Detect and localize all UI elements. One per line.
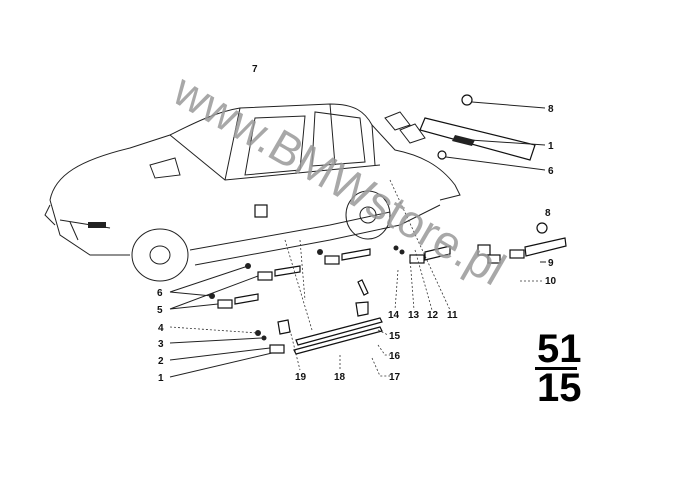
callout-19: 19 [295,372,307,383]
callout-3: 3 [158,339,164,350]
trim-parts-lower [209,245,451,355]
callout-8: 8 [545,208,551,219]
leader-lines [169,101,546,378]
callout-8: 8 [548,104,554,115]
callout-2: 2 [158,356,164,367]
callout-16: 16 [389,351,401,362]
callout-6: 6 [157,288,163,299]
callout-10: 10 [545,276,557,287]
group-number-bottom: 15 [537,366,582,410]
callout-18: 18 [334,372,346,383]
callout-14: 14 [388,310,400,321]
callout-4: 4 [158,323,164,334]
group-number: 51 15 [535,327,582,410]
trim-parts-right [384,94,567,264]
car-illustration [44,103,461,282]
callout-15: 15 [389,331,401,342]
callout-7: 7 [252,64,258,75]
group-number-top: 51 [537,327,582,371]
callout-17: 17 [389,372,401,383]
callout-12: 12 [427,310,439,321]
callout-13: 13 [408,310,420,321]
callout-1: 1 [548,141,554,152]
callout-5: 5 [157,305,163,316]
callout-labels: 7 8 1 6 8 9 10 11 12 13 14 15 16 17 18 1… [157,64,557,384]
group-number-divider [535,367,577,370]
callout-6: 6 [548,166,554,177]
callout-11: 11 [447,310,458,321]
callout-9: 9 [548,258,554,269]
callout-1: 1 [158,373,164,384]
